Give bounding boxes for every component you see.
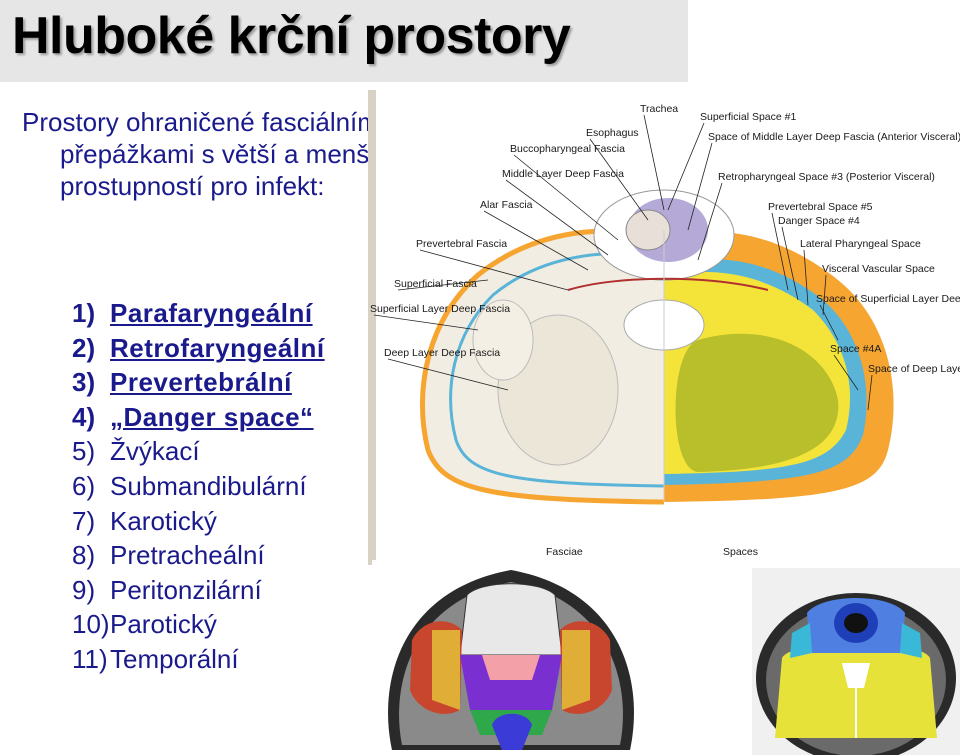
space-label: Retropharyngeal Space #3 (Posterior Visc… [718, 171, 935, 183]
space-item: 11)Temporální [72, 642, 325, 677]
spaces-list: 1) Parafaryngeální 2) Retrofaryngeální 3) Pre… [72, 296, 325, 677]
space-label: „Danger space“ [110, 401, 314, 432]
fascia-label: Middle Layer Deep Fascia [502, 168, 624, 180]
fascia-leader-line [505, 179, 609, 256]
space-number: 6) [72, 470, 96, 501]
fascia-label: Buccopharyngeal Fascia [510, 143, 625, 155]
space-item: 2) Retrofaryngeální [72, 331, 325, 366]
space-deep-olive [675, 333, 839, 472]
space-label: Visceral Vascular Space [822, 263, 935, 275]
space-label: Prevertebral Space #5 [768, 201, 873, 213]
ct-parotid-right [562, 630, 590, 710]
fascia-label: Trachea [640, 103, 678, 115]
space-leader-line [867, 374, 873, 411]
space-leader-line [771, 212, 789, 291]
fascia-leader-line [419, 249, 569, 291]
fascia-leader-line [387, 358, 509, 391]
space-label: Danger Space #4 [778, 215, 860, 227]
space-number: 2) [72, 332, 96, 363]
space-leader-line [687, 142, 713, 231]
ct-teeth-region [459, 583, 563, 656]
space-leader-line [819, 304, 839, 341]
space-item: 4) „Danger space“ [72, 400, 325, 435]
fascia-leader-line [589, 138, 649, 221]
space-label: Parotický [110, 609, 217, 640]
space-label: Space of Middle Layer Deep Fascia (Anter… [708, 131, 960, 143]
space-number: 1) [72, 298, 96, 328]
space-leader-line [803, 249, 809, 306]
space-number: 7) [72, 505, 96, 536]
space-label: Parafaryngeální [110, 298, 313, 328]
space-label: Temporální [110, 643, 239, 674]
fascia-label: Deep Layer Deep Fascia [384, 347, 500, 359]
space-label: Space of Deep Layer Deep Fascia [868, 363, 960, 375]
space-label: Superficial Space #1 [700, 111, 796, 123]
scan-edge [368, 90, 376, 565]
fascia-leader-line [397, 279, 489, 291]
space-leader-line [667, 122, 705, 211]
space-label: Retrofaryngeální [110, 332, 325, 363]
title-bar: Hluboké krční prostory [0, 0, 688, 82]
space-label: Submandibulární [110, 470, 307, 501]
ct-parapharyngeal [460, 655, 562, 710]
muscle-left-upper [472, 299, 534, 381]
ct2-carotid-left [790, 623, 812, 658]
page-title: Hluboké krční prostory [12, 7, 571, 65]
space-label: Peritonzilární [110, 574, 262, 605]
fascia-label: Alar Fascia [480, 199, 533, 211]
space-item: 3) Prevertebrální [72, 365, 325, 400]
space-leader-line [781, 226, 799, 301]
space-item: 8) Pretracheální [72, 538, 325, 573]
ct2-airway [844, 613, 868, 633]
space-label: Pretracheální [110, 540, 265, 571]
fascia-leader-line [483, 210, 589, 271]
space-item: 9) Peritonzilární [72, 573, 325, 608]
space-leader-line [697, 182, 723, 261]
space-leader-line [833, 354, 859, 391]
fascia-leader-line [373, 314, 479, 331]
fascia-label: Prevertebral Fascia [416, 238, 507, 250]
ct-scan-colored-left [372, 560, 650, 755]
ct-scan-colored-right [752, 568, 960, 755]
fascia-leader-line [643, 114, 665, 211]
space-label: Space #4A [830, 343, 881, 355]
fascia-label: Esophagus [586, 127, 639, 139]
space-number: 5) [72, 436, 96, 467]
ct2-carotid-right [900, 623, 922, 658]
space-label: Lateral Pharyngeal Space [800, 238, 921, 250]
space-number: 8) [72, 540, 96, 571]
ct2-vertebra [842, 663, 870, 688]
caption-spaces: Spaces [723, 546, 758, 558]
ct-pharynx [482, 655, 540, 680]
space-item: 1) Parafaryngeální [72, 296, 325, 331]
space-label: Space of Superficial Layer Deep Fascia [816, 293, 960, 305]
space-item: 6) Submandibulární [72, 469, 325, 504]
space-label: Karotický [110, 505, 217, 536]
caption-fasciae: Fasciae [546, 546, 583, 558]
fascia-label: Superficial Fascia [394, 278, 477, 290]
fascia-label: Superficial Layer Deep Fascia [370, 303, 510, 315]
space-label: Prevertebrální [110, 367, 292, 398]
space-number: 9) [72, 574, 96, 605]
space-item: 10)Parotický [72, 607, 325, 642]
space-number: 11) [72, 643, 108, 674]
space-number: 4) [72, 401, 96, 432]
ct-parotid-left [432, 630, 460, 710]
space-number: 10) [72, 609, 110, 640]
esophagus-shape [625, 209, 671, 251]
space-number: 3) [72, 367, 96, 398]
space-label: Žvýkací [110, 436, 200, 467]
intro-text: Prostory ohraničené fasciálními přepážka… [22, 107, 385, 201]
space-item: 7) Karotický [72, 504, 325, 539]
ct-carotid-region [492, 713, 532, 750]
space-leader-line [822, 274, 827, 316]
space-item: 5) Žvýkací [72, 434, 325, 469]
fascia-leader-line [513, 154, 619, 241]
